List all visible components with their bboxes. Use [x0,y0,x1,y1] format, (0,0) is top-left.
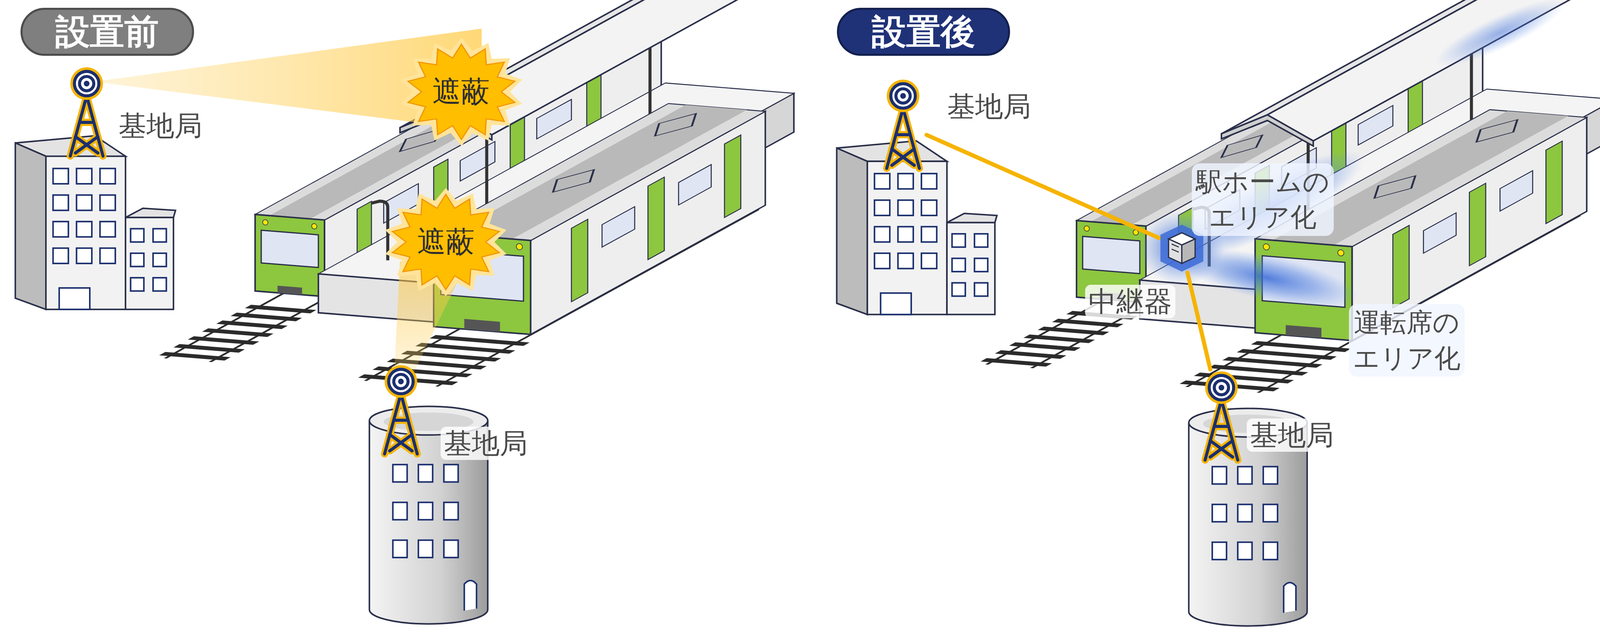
circle-part [886,79,920,113]
tower-text: 基地局 [440,426,531,461]
circle-part [384,365,418,398]
tower-node: 基地局 [377,363,425,458]
building-left [15,135,176,310]
antenna-icon [63,65,110,160]
pill-text: 設置前 [55,12,159,51]
circle-part [1204,371,1238,405]
path-part [886,108,920,169]
station-before [144,0,897,388]
path-part [1204,400,1238,461]
label-holder: 基地局 [944,89,1035,124]
connector-line [926,134,1159,238]
pill-node: 設置前 [20,7,195,56]
label-holder: 基地局 [440,426,531,461]
tower-node: 基地局 [1197,369,1245,464]
circle-part [900,93,906,99]
circle-part [1214,380,1229,396]
area-label-holder: 駅ホームの エリア化 [1191,163,1334,236]
path-part [70,96,104,157]
path-part [886,108,920,169]
area-label: 駅ホームの エリア化 [1191,163,1334,236]
circle-part [79,76,94,92]
circle-part [1209,375,1234,400]
starburst-glow [400,37,522,147]
tower-node: 基地局 [879,77,927,172]
label-holder: 基地局 [115,109,206,143]
circle-part [393,374,409,389]
coverage-area [1428,0,1572,78]
star-text: 遮蔽 [417,226,475,258]
area-label: 運転席の エリア化 [1348,304,1465,377]
polygon-part [1181,238,1195,264]
tower-text: 基地局 [1246,418,1338,453]
path-part [1204,400,1238,461]
pill-node: 設置後 [836,7,1011,56]
path-part [70,96,104,157]
label-holder: 中継器 [1085,284,1176,319]
antenna-icon [1197,369,1245,464]
connector-line [1187,272,1211,370]
circle-part [1218,384,1225,391]
area-label-holder: 運転席の エリア化 [1348,304,1465,377]
tower-node: 基地局 [63,65,110,160]
starburst [392,194,500,290]
star-text: 遮蔽 [432,75,490,108]
star-node: 遮蔽 [383,187,508,297]
pill-text: 設置後 [871,12,976,51]
circle-part [890,83,916,109]
circle-part [398,378,405,385]
path-part [384,393,418,455]
starburst [407,44,515,140]
circle-part [70,67,104,101]
tower-text: 基地局 [944,89,1035,124]
tower-text: 基地局 [115,109,206,143]
label-holder: 基地局 [1246,418,1338,453]
path-part [384,393,418,455]
polygon-part [1168,238,1182,264]
relay-text: 中継器 [1085,284,1176,319]
antenna-icon [879,77,927,172]
star-node: 遮蔽 [399,37,524,147]
path-part [1171,243,1179,252]
circle-part [896,88,911,103]
antenna-icon [377,363,425,458]
circle-part [388,369,414,394]
circle-part [83,80,90,87]
starburst-glow [385,187,507,297]
circle-part [74,71,100,96]
